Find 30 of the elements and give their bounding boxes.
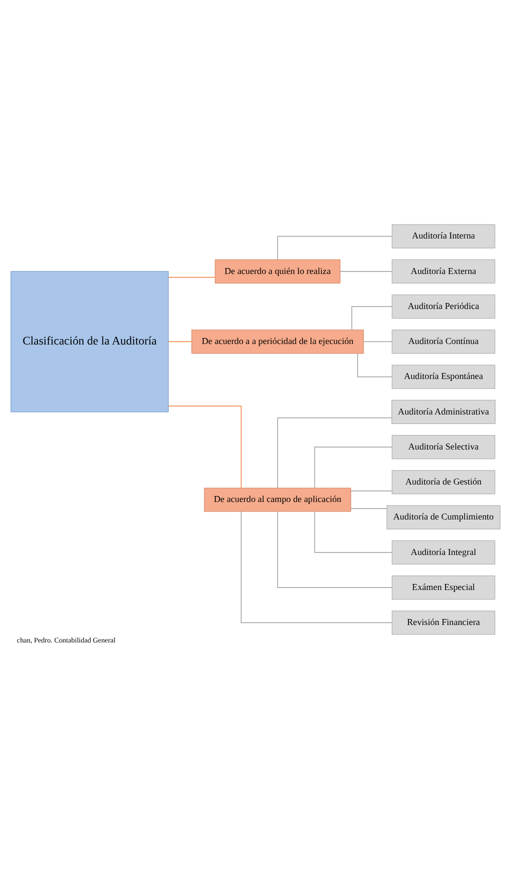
connector <box>168 405 242 488</box>
node-box: Clasificación de la Auditoría <box>10 270 169 412</box>
connector <box>350 490 392 491</box>
connector <box>351 306 392 330</box>
connector <box>314 510 392 552</box>
connector <box>168 276 216 278</box>
node-box: Auditoría Externa <box>392 258 496 283</box>
connector <box>340 270 392 272</box>
connector <box>277 235 392 260</box>
connector <box>314 446 392 488</box>
node-box: Auditoría Administrativa <box>391 399 496 424</box>
node-box: Revisión Financiera <box>392 610 496 634</box>
connector <box>277 510 392 588</box>
node-box: Exámen Especial <box>392 575 496 600</box>
connector <box>240 510 392 623</box>
node-box: Auditoría de Gestión <box>392 470 496 494</box>
node-box: De acuerdo a quién lo realiza <box>214 258 340 283</box>
node-box: Auditoría Selectiva <box>392 434 496 459</box>
node-box: Auditoría Interna <box>392 224 496 248</box>
connector <box>363 340 392 342</box>
connector <box>168 340 192 342</box>
node-box: Auditoría Contínua <box>392 329 496 354</box>
node-box: De acuerdo al campo de aplicación <box>204 487 352 512</box>
connector <box>277 416 392 488</box>
node-box: Auditoría Espontánea <box>392 364 496 388</box>
node-box: Auditoría Periódica <box>392 294 496 318</box>
connector <box>357 352 392 377</box>
node-box: De acuerdo a a periócidad de la ejecución <box>191 329 364 354</box>
node-box: Auditoría de Cumplimiento <box>386 504 500 529</box>
node-box: Auditoría Integral <box>392 540 496 564</box>
